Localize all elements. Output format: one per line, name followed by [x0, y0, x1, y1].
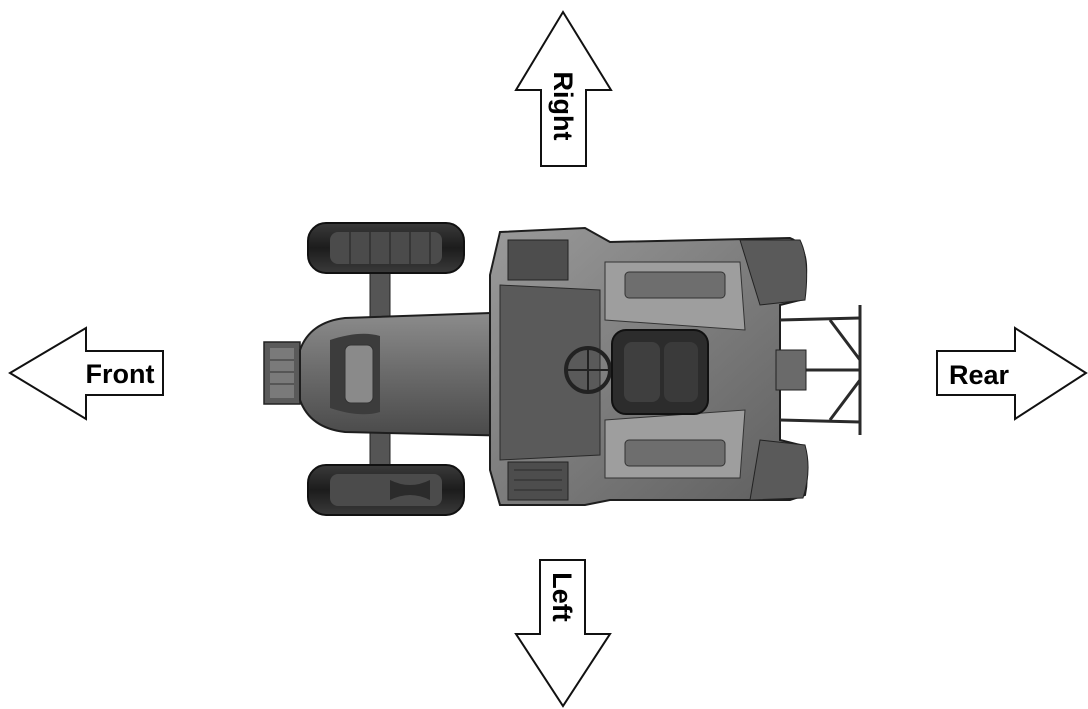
left-arrow-shape [514, 559, 612, 708]
rear-arrow-label: Rear [949, 360, 1010, 390]
front-arrow-label: Front [86, 359, 155, 389]
front-arrow: Front [8, 326, 164, 421]
left-arrow: Left [514, 559, 612, 708]
rear-arrow: Rear [936, 326, 1088, 421]
right-arrow-shape [514, 10, 613, 167]
front-arrow-shape [8, 326, 164, 421]
right-arrow-label: Right [548, 72, 578, 141]
rear-arrow-shape [936, 326, 1088, 421]
right-arrow: Right [514, 10, 613, 167]
left-arrow-label: Left [547, 572, 577, 622]
tractor-top-view-icon [263, 222, 862, 516]
rear-hitch [779, 305, 862, 435]
